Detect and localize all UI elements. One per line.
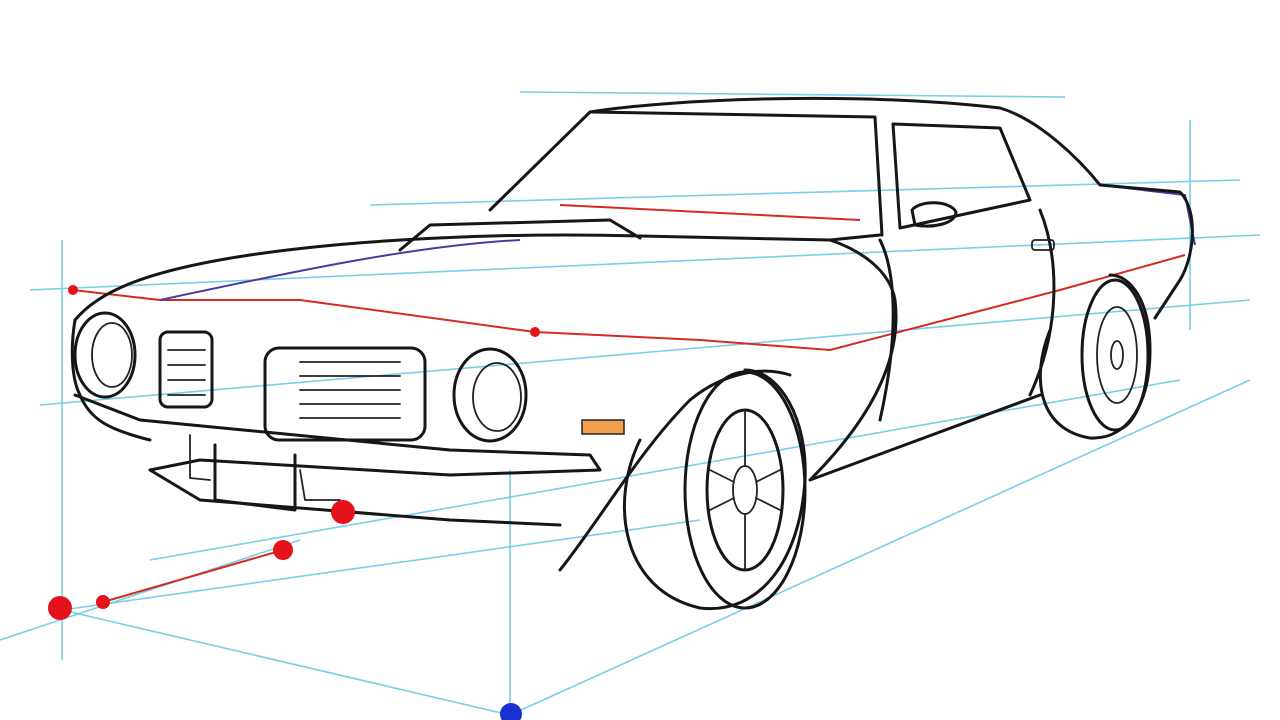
construction-markers [48, 285, 540, 720]
marker-dot [273, 540, 293, 560]
car-body [70, 96, 1194, 572]
front-grille [167, 349, 401, 419]
marker-dot [48, 596, 72, 620]
turn-signal [581, 419, 625, 435]
side-mirror [910, 201, 958, 228]
construction-lines [72, 184, 1196, 603]
vanishing-marker-dot [500, 703, 522, 720]
right-headlight [452, 347, 528, 443]
rear-wheel [1038, 273, 1152, 440]
marker-dot [96, 595, 110, 609]
marker-dot [68, 285, 78, 295]
door-handle [1031, 239, 1055, 251]
perspective-guide-lines [0, 91, 1261, 716]
left-headlight [73, 311, 137, 399]
marker-dot [530, 327, 540, 337]
front-wheel [623, 368, 807, 611]
marker-dot [331, 500, 355, 524]
